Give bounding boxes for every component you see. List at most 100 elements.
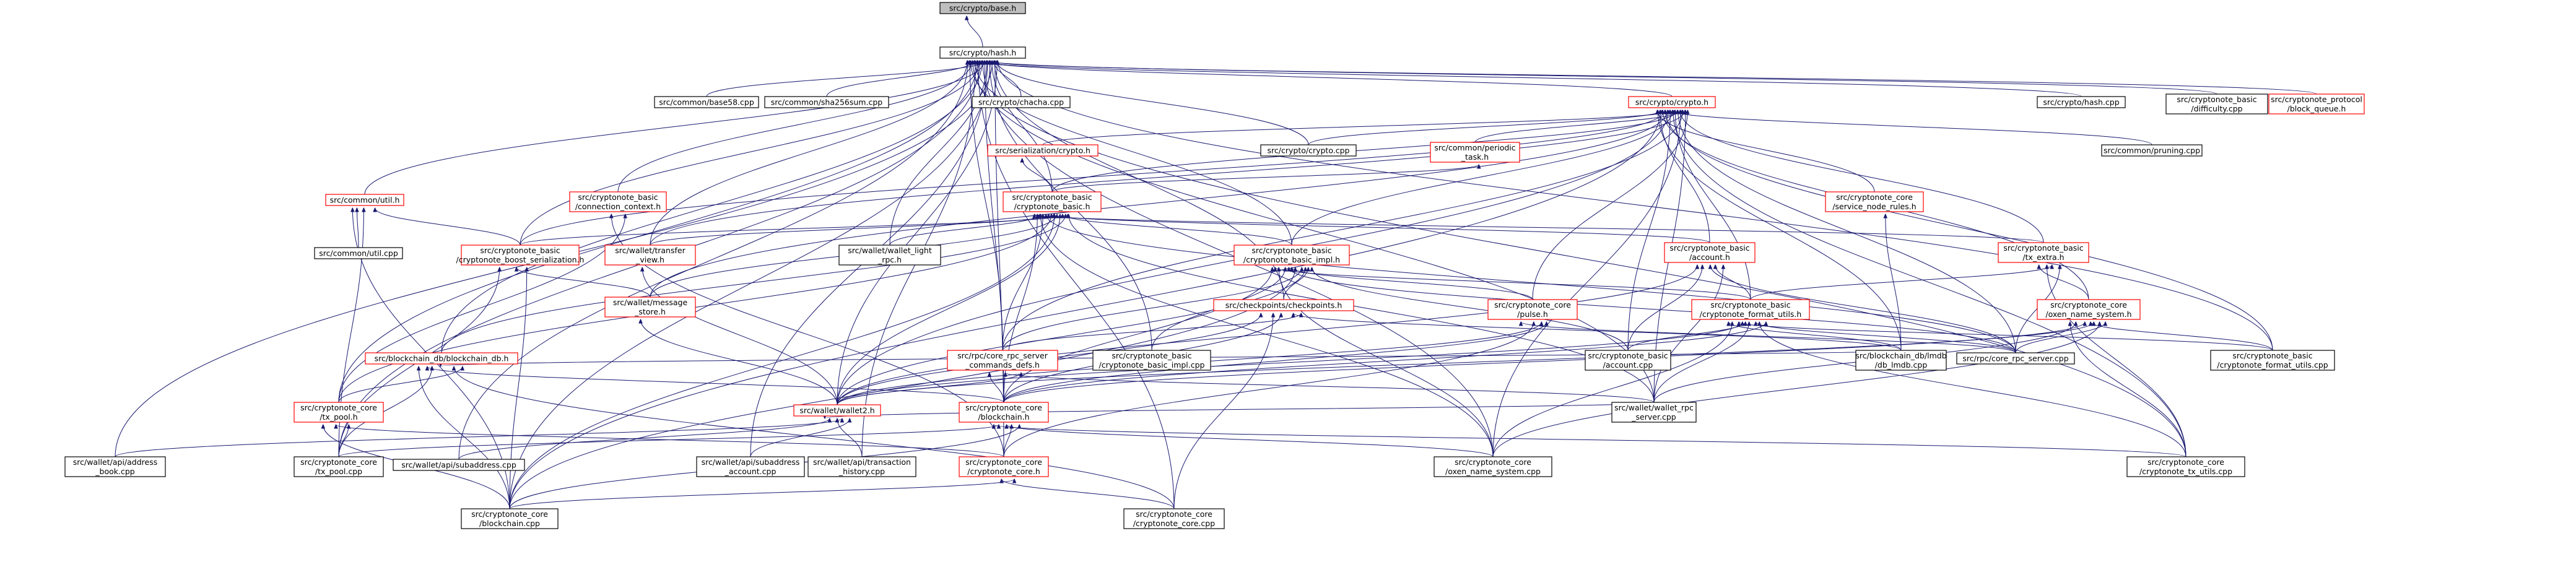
edge-ccoreh-to-pulse [1003,322,1534,457]
node-subaddracc[interactable]: src/wallet/api/subaddress_account.cpp [696,456,805,477]
edge-pulse-to-cbimpl [1292,267,1533,300]
node-checkpoints[interactable]: src/checkpoints/checkpoints.h [1213,299,1354,311]
edge-difficulty-to-hash [989,61,2217,95]
node-cbimpl[interactable]: src/cryptonote_basic/cryptonote_basic_im… [1234,245,1350,266]
node-boostser[interactable]: src/cryptonote_basic/cryptonote_boost_se… [456,245,585,266]
node-label-txpoolcpp: /tx_pool.cpp [315,467,362,476]
edge-formatutils-to-cryptoh [1675,110,1751,300]
node-blockqueue[interactable]: src/cryptonote_protocol/block_queue.h [2268,93,2365,115]
edge-walletlight-to-cbasic [889,214,1040,246]
node-chacha[interactable]: src/crypto/chacha.cpp [972,96,1071,108]
node-subaddr[interactable]: src/wallet/api/subaddress.cpp [393,459,525,471]
node-difficulty[interactable]: src/cryptonote_basic/difficulty.cpp [2165,93,2268,115]
edge-wallet2-to-formatutils [837,322,1743,405]
node-label-onsystem: /oxen_name_system.h [2045,309,2131,319]
node-cbimplcpp[interactable]: src/cryptonote_basic/cryptonote_basic_im… [1092,350,1211,371]
node-label-walletlight: _rpc.h [877,255,902,264]
node-hashcpp[interactable]: src/crypto/hash.cpp [2037,96,2126,108]
node-blockchainh[interactable]: src/cryptonote_core/blockchain.h [959,402,1049,423]
edge-onsystemcpp-to-formatutils [1492,322,1732,457]
edge-txpoolh-to-hash [338,61,977,403]
node-blockchaindb[interactable]: src/blockchain_db/blockchain_db.h [365,352,518,365]
edge-snrules-to-cryptoh [1657,110,1875,193]
node-cryptoh[interactable]: src/crypto/crypto.h [1628,96,1716,108]
node-base58[interactable]: src/common/base58.cpp [654,96,759,108]
edge-cryptoh-to-hash [981,61,1673,97]
node-cryptocpp[interactable]: src/crypto/crypto.cpp [1260,144,1357,157]
node-cmddefs[interactable]: src/rpc/core_rpc_server_commands_defs.h [947,350,1058,371]
node-sercrypto[interactable]: src/serialization/crypto.h [987,144,1099,157]
node-accountcpp[interactable]: src/cryptonote_basic/account.cpp [1585,350,1671,371]
edge-txutils-to-onsystem [2070,322,2187,457]
edge-boostser-to-cbasic [520,214,1068,246]
node-box-hash [939,46,1026,59]
node-label-blockchainh: /blockchain.h [978,412,1029,422]
node-hash[interactable]: src/crypto/hash.h [939,46,1026,59]
edge-ccorecpp-to-hash [978,61,1175,509]
node-box-checkpoints [1213,299,1354,311]
edge-rpcserver-to-cryptoh [1678,110,2016,353]
edge-msgstore-to-boostser [516,267,651,298]
node-txpoolh[interactable]: src/cryptonote_core/tx_pool.h [294,402,384,423]
node-label-walletlight: src/wallet/wallet_light [848,246,932,255]
node-box-ccoreh [959,456,1049,477]
edge-txutils-to-hash [970,61,2187,457]
node-label-blockqueue: src/cryptonote_protocol [2271,95,2362,104]
node-walletrpc[interactable]: src/wallet/wallet_rpc_server.cpp [1611,402,1697,423]
edge-blockchainh-to-cbimpl [1003,267,1273,403]
node-box-wallet2 [793,404,881,417]
edge-onsystemcpp-to-blockchainh [1007,425,1494,457]
node-txutils[interactable]: src/cryptonote_core/cryptonote_tx_utils.… [2126,456,2245,477]
edge-sercrypto-to-cryptoh [1042,110,1674,145]
edge-wallet2-to-cbasic [837,214,1060,405]
node-onsystem[interactable]: src/cryptonote_core/oxen_name_system.h [2037,299,2141,320]
node-msgstore[interactable]: src/wallet/message_store.h [604,296,696,318]
node-blockchaincpp[interactable]: src/cryptonote_core/blockchain.cpp [461,508,559,529]
edge-blockchaindb-to-cbasic [441,214,1066,353]
node-label-transferview: src/wallet/transfer [615,246,685,255]
node-pruning[interactable]: src/common/pruning.cpp [2101,144,2203,157]
node-txextra[interactable]: src/cryptonote_basic/tx_extra.h [1998,242,2089,263]
node-label-addrbook: _book.cpp [95,467,134,476]
node-cbasic[interactable]: src/cryptonote_basic/cryptonote_basic.h [1003,191,1102,212]
node-box-txpoolcpp [294,456,384,477]
node-accounth[interactable]: src/cryptonote_basic/account.h [1664,242,1756,263]
node-ccoreh[interactable]: src/cryptonote_core/cryptonote_core.h [959,456,1049,477]
node-label-onsystemcpp: /oxen_name_system.cpp [1445,467,1541,476]
node-utilh[interactable]: src/common/util.h [325,194,404,206]
node-label-msgstore: _store.h [634,307,666,316]
node-wallet2[interactable]: src/wallet/wallet2.h [793,404,881,417]
node-formatutils[interactable]: src/cryptonote_basic/cryptonote_format_u… [1691,299,1810,320]
node-label-blockqueue: /block_queue.h [2287,104,2346,113]
edge-accountcpp-to-accounth [1627,265,1702,351]
node-base[interactable]: src/crypto/base.h [939,2,1026,14]
node-ccorecpp[interactable]: src/cryptonote_core/cryptonote_core.cpp [1123,508,1225,529]
edge-boostser-to-cryptoh [520,110,1665,246]
node-sha256[interactable]: src/common/sha256sum.cpp [764,96,889,108]
node-label-txutils: src/cryptonote_core [2147,457,2224,467]
node-label-subaddracc: src/wallet/api/subaddress [702,457,800,467]
node-periodic[interactable]: src/common/periodic_task.h [1430,142,1520,163]
node-utilcpp[interactable]: src/common/util.cpp [314,247,403,259]
node-txpoolcpp[interactable]: src/cryptonote_core/tx_pool.cpp [294,456,384,477]
edge-rpcserver-to-accounth [1710,265,2016,353]
edge-fmtutilscpp-to-cryptoh [1666,110,2273,351]
edge-formatutils-to-accounth [1715,265,1751,300]
edge-walletrpc-to-cmddefs [1005,373,1655,403]
edge-wallet2-to-cbimpl [837,267,1305,405]
node-walletlight[interactable]: src/wallet/wallet_light_rpc.h [838,245,941,266]
node-addrbook[interactable]: src/wallet/api/address_book.cpp [64,456,166,477]
edge-txpoolh-to-blockchaindb [338,366,463,403]
node-pulse[interactable]: src/cryptonote_core/pulse.h [1487,299,1578,320]
node-onsystemcpp[interactable]: src/cryptonote_core/oxen_name_system.cpp [1434,456,1552,477]
node-lmdb[interactable]: src/blockchain_db/lmdb/db_lmdb.cpp [1855,350,1947,371]
node-label-cmddefs: src/rpc/core_rpc_server [957,351,1048,360]
node-txhistory[interactable]: src/wallet/api/transaction_history.cpp [807,456,916,477]
node-connctx[interactable]: src/cryptonote_basic/connection_context.… [569,191,667,212]
node-snrules[interactable]: src/cryptonote_core/service_node_rules.h [1825,191,1924,212]
node-label-lmdb: /db_lmdb.cpp [1875,360,1928,370]
node-fmtutilscpp[interactable]: src/cryptonote_basic/cryptonote_format_u… [2210,350,2335,371]
node-rpcserver[interactable]: src/rpc/core_rpc_server.cpp [1956,352,2075,365]
node-transferview[interactable]: src/wallet/transfer_view.h [604,245,696,266]
node-label-boostser: /cryptonote_boost_serialization.h [456,255,585,264]
